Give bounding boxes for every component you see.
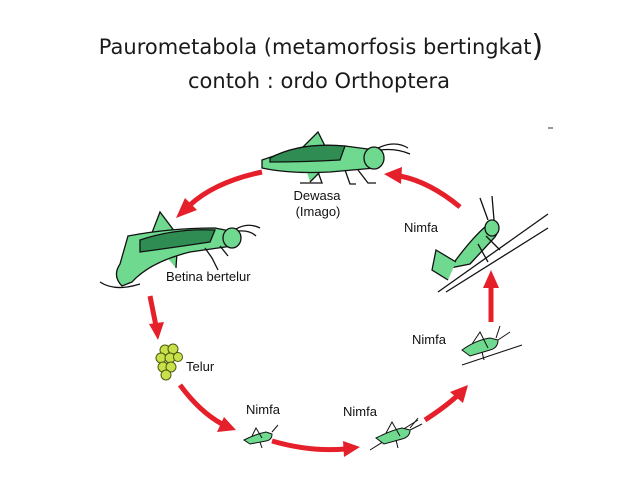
label-eggs: Telur — [186, 359, 215, 374]
nymph-4-illustration — [431, 195, 549, 293]
label-nymph-3: Nimfa — [412, 332, 447, 347]
arrow-adult-to-female-head — [176, 198, 197, 218]
title-closing-paren: ) — [531, 29, 544, 64]
label-female: Betina bertelur — [166, 269, 251, 284]
female-grasshopper-illustration — [99, 210, 261, 289]
nymph-1-illustration — [243, 424, 279, 449]
arrow-eggs-to-nymph-1-head — [217, 417, 236, 432]
egg-cluster-illustration — [155, 343, 183, 381]
arrow-nymph-1-to-nymph-2 — [271, 438, 346, 453]
arrow-eggs-to-nymph-1 — [177, 383, 224, 427]
nymph-3-illustration — [461, 325, 523, 366]
arrow-female-to-eggs-head — [149, 322, 164, 340]
label-nymph-2: Nimfa — [343, 404, 378, 419]
arrow-nymph-4-to-adult-head — [384, 167, 402, 184]
arrow-nymph-2-to-nymph-3 — [423, 394, 459, 423]
arrow-nymph-3-to-nymph-4-head — [483, 270, 499, 288]
slide-title: Paurometabola (metamorfosis bertingkat) … — [0, 30, 638, 98]
arrow-nymph-2-to-nymph-3-head — [450, 385, 468, 403]
label-adult-line-2: (Imago) — [296, 204, 341, 219]
label-nymph-1: Nimfa — [246, 402, 281, 417]
nymph-2-illustration — [369, 417, 423, 451]
cycle-arrows — [147, 167, 499, 457]
title-line-2: contoh : ordo Orthoptera — [187, 69, 451, 93]
arrow-nymph-1-to-nymph-2-head — [343, 441, 360, 457]
arrow-adult-to-female — [188, 169, 263, 207]
label-adult-line-1: Dewasa — [294, 188, 342, 203]
title-line-1: Paurometabola (metamorfosis bertingkat) — [0, 30, 638, 64]
label-nymph-4: Nimfa — [404, 220, 439, 235]
arrow-female-to-eggs — [147, 295, 159, 327]
title-line-1-text: Paurometabola (metamorfosis bertingkat — [98, 35, 532, 59]
arrow-nymph-4-to-adult — [399, 173, 462, 209]
adult-grasshopper-illustration — [261, 130, 411, 185]
